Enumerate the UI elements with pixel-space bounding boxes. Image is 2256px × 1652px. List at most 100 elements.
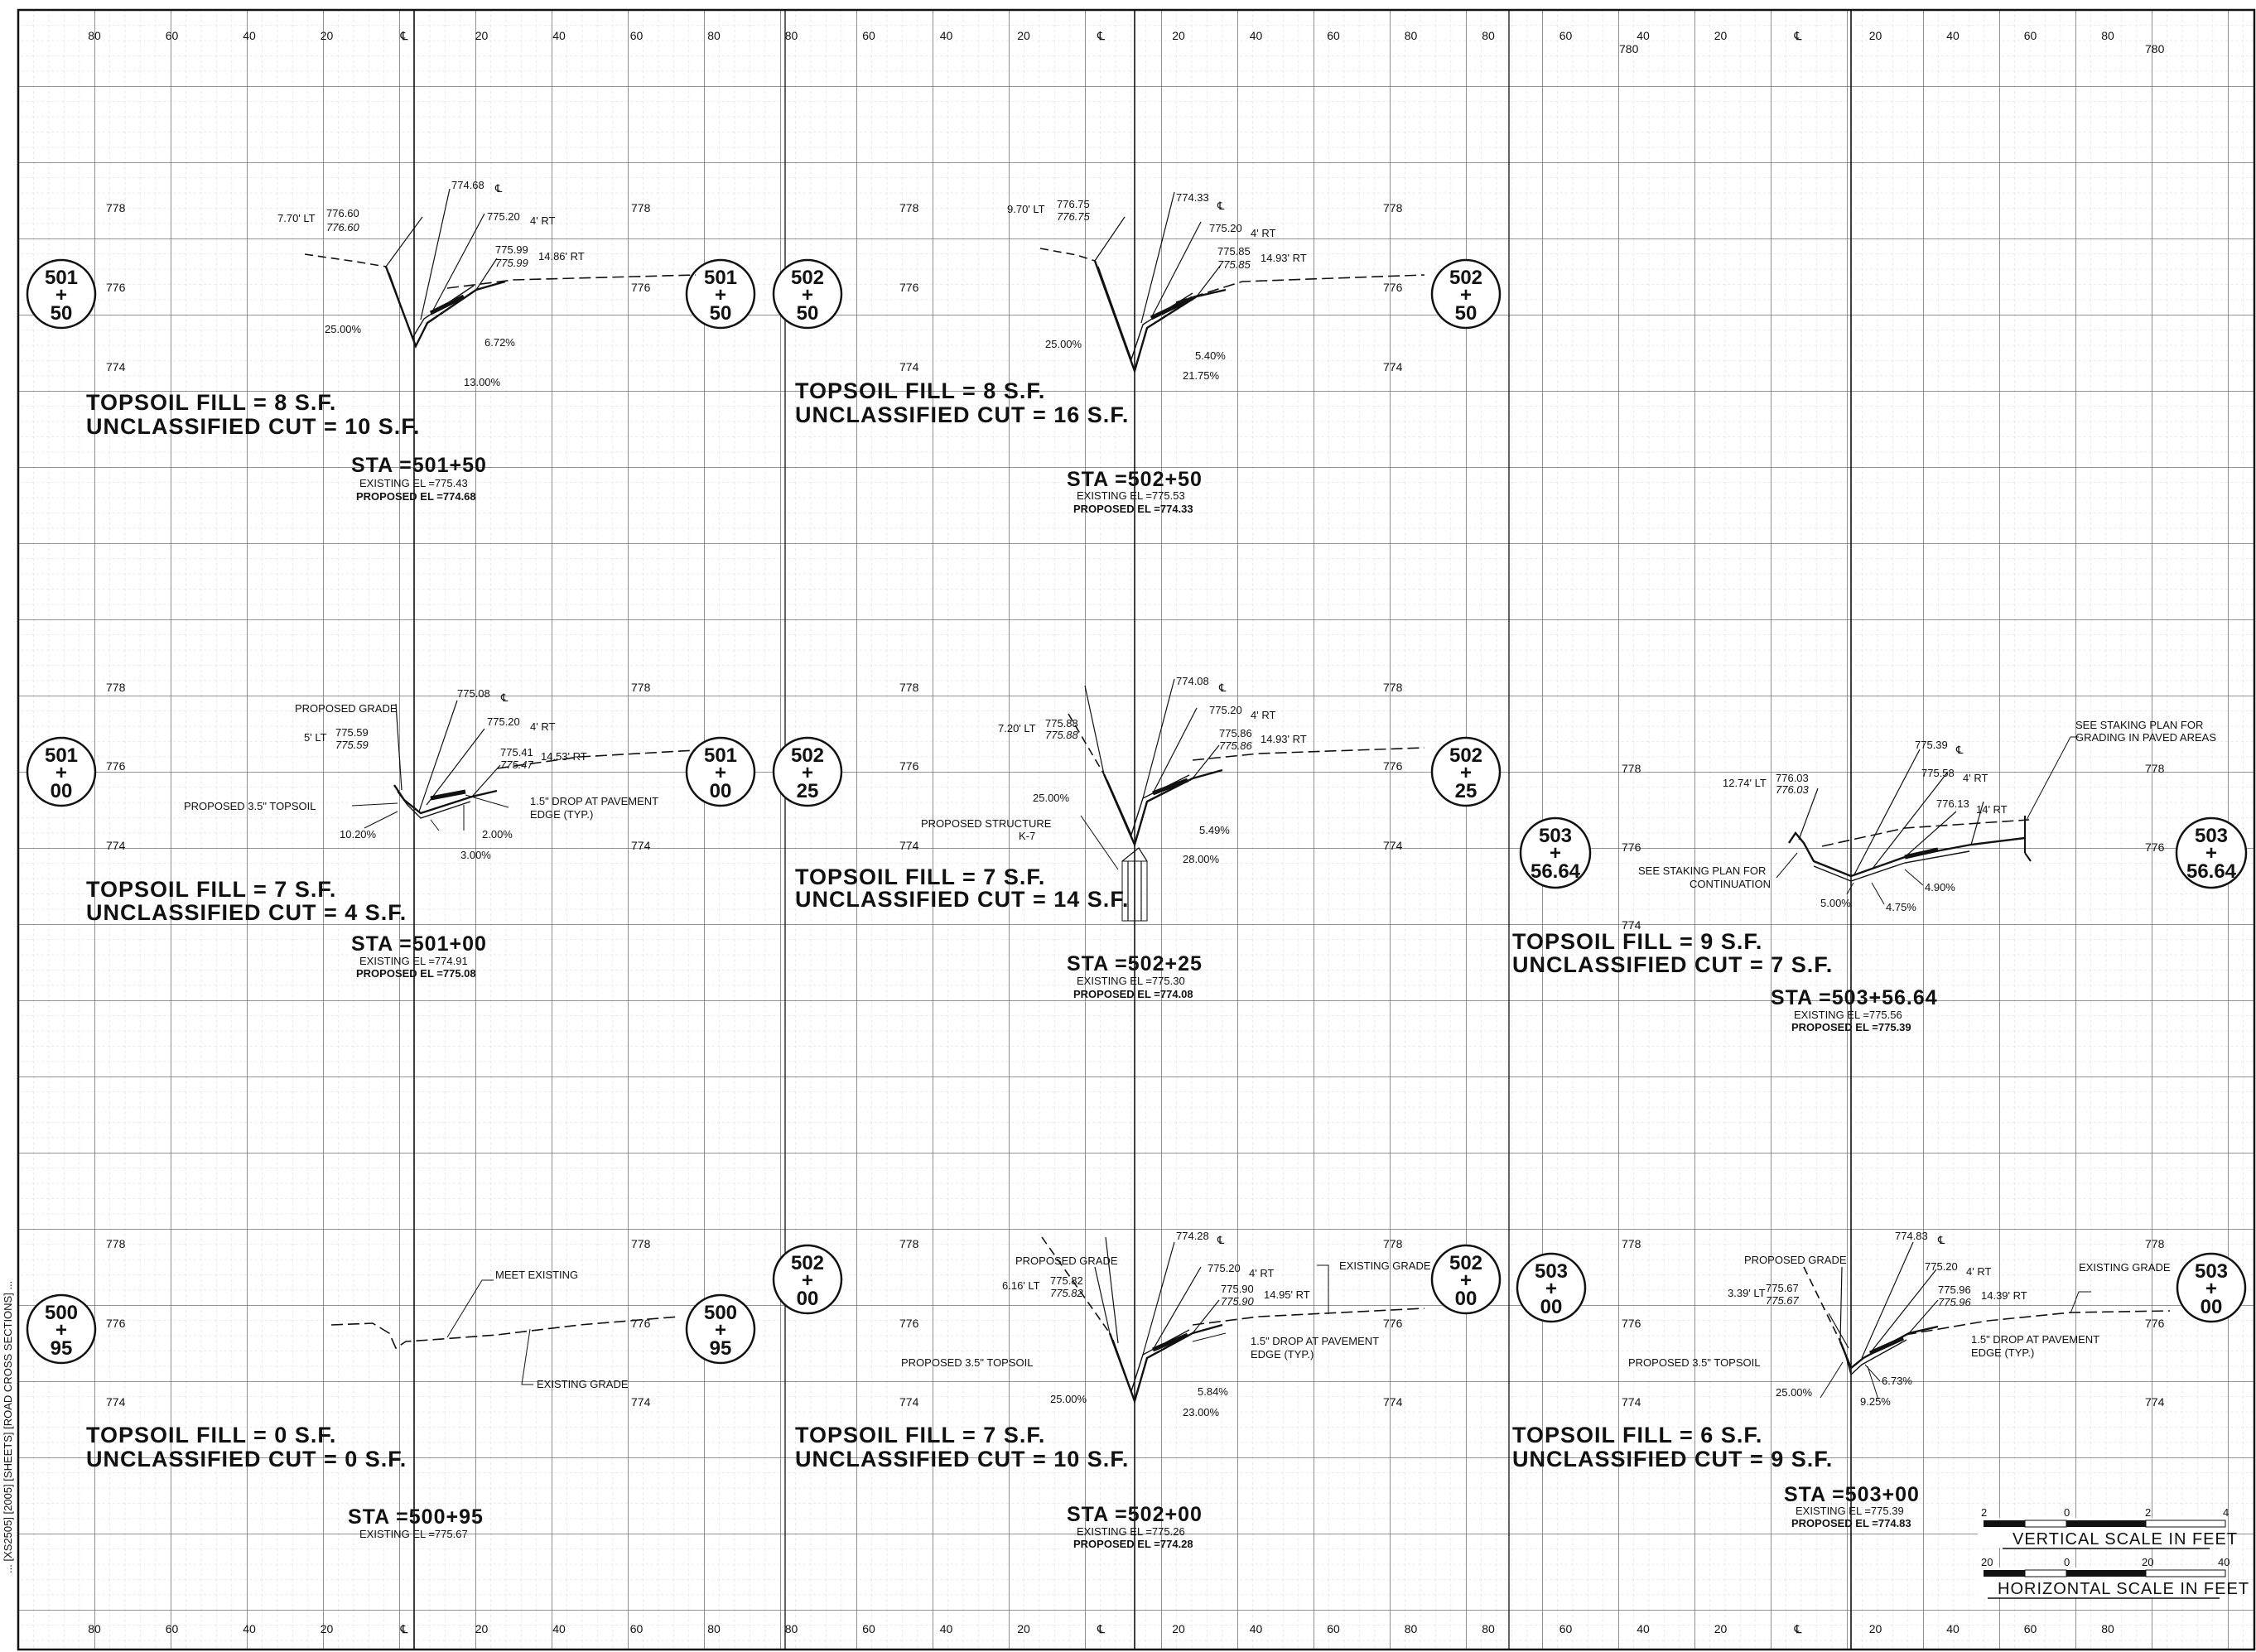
offset-tick-label: 20 [1714,1622,1728,1635]
svg-text:+: + [1550,842,1561,865]
existing-grade-label: EXISTING GRADE [1339,1259,1431,1272]
topsoil-label: PROPOSED 3.5" TOPSOIL [184,800,316,812]
elev-778-right: 778 [1383,681,1403,694]
elev-778: 778 [106,681,126,694]
elev-cl: 774.33 [1176,191,1209,204]
cl-mark: ℄ [1217,1234,1225,1246]
offset-lt: 7.70' LT [277,212,316,224]
slope-bottom: 9.25% [1860,1395,1891,1408]
station-circle-left: 502 + 00 [772,1244,843,1315]
cl-mark: ℄ [1937,1234,1945,1246]
elev-rt4: 775.20 [487,715,520,728]
elev-cl: 775.08 [457,687,490,700]
offset-tick-label: 80 [88,29,101,42]
station-circle-right: 501 + 50 [685,258,756,330]
station-circle-right: 500 + 95 [685,1293,756,1365]
elev-778-right: 778 [631,201,651,214]
station-circle-right: 502 + 00 [1430,1244,1502,1315]
offset-tick-label: ℄ [1097,1622,1105,1635]
offset-tick-label: 40 [1637,1622,1650,1635]
offset-tick-label: 20 [321,29,334,42]
existing-grade-label: EXISTING GRADE [2079,1261,2171,1274]
offset-tick-label: 60 [862,1622,875,1635]
elev-774-right: 774 [631,1395,651,1409]
rt4-label: 4' RT [1251,709,1275,721]
offset-tick-label: 60 [1559,1622,1573,1635]
offset-tick-label: 80 [1405,29,1418,42]
offset-tick-label: 80 [707,29,721,42]
elev-lt-top: 776.60 [326,207,359,219]
station-title: STA =502+25 [1067,952,1203,975]
elev-778-right: 778 [1383,1237,1403,1250]
svg-text:+: + [55,1319,67,1341]
topsoil-fill: TOPSOIL FILL = 7 S.F. [86,877,336,902]
svg-text:+: + [802,284,813,306]
offset-lt: 9.70' LT [1007,203,1045,215]
offset-tick-label: 40 [940,29,953,42]
scale-tick: 40 [2218,1556,2229,1568]
svg-text:501: 501 [704,267,737,289]
offset-tick-label: 40 [940,1622,953,1635]
svg-text:50: 50 [710,302,732,325]
slope-left: 25.00% [1033,792,1070,804]
offset-tick-label: 60 [630,1622,644,1635]
structure-label: PROPOSED STRUCTURE [921,817,1052,830]
svg-text:500: 500 [45,1302,78,1324]
offset-tick-label: 20 [321,1622,334,1635]
svg-text:56.64: 56.64 [2186,860,2237,883]
offset-tick-label: ℄ [1794,29,1802,42]
unclassified-cut: UNCLASSIFIED CUT = 10 S.F. [795,1447,1129,1471]
elev-rt-top: 776.13 [1936,797,1969,810]
elev-cl: 774.08 [1176,675,1209,687]
svg-text:+: + [715,1319,726,1341]
elev-776: 776 [1622,840,1641,854]
svg-text:+: + [2205,1278,2217,1300]
offset-tick-label: 60 [1327,29,1340,42]
elev-774-right: 774 [2145,1395,2165,1409]
offset-rt: 14.39' RT [1981,1289,2027,1302]
elev-776: 776 [106,759,126,773]
vertical-scale: 2 0 2 4 VERTICAL SCALE IN FEET [1978,1506,2238,1549]
elev-cl: 774.68 [451,179,484,191]
station-title: STA =501+00 [351,932,487,956]
existing-el: EXISTING EL =775.53 [1077,489,1185,502]
existing-el: EXISTING EL =775.30 [1077,975,1185,987]
drop-label-2: EDGE (TYP.) [530,808,593,821]
elev-778: 778 [899,681,919,694]
vertical-scale-label: VERTICAL SCALE IN FEET [2013,1530,2238,1548]
elev-778-right: 778 [2145,762,2165,775]
offset-rt: 14.93' RT [1261,252,1307,264]
profile-geometry [1068,678,1425,922]
drop-label-1: 1.5" DROP AT PAVEMENT [1251,1335,1379,1347]
elev-lt-bot: 776.60 [326,221,360,234]
offset-rt: 14' RT [1976,803,2008,816]
offset-tick-label: 60 [166,1622,179,1635]
svg-text:501: 501 [704,744,737,767]
offset-tick-label: 80 [785,1622,798,1635]
svg-text:501: 501 [45,744,78,767]
station-title: STA =501+50 [351,454,487,477]
elev-774-right: 774 [1383,839,1403,852]
horizontal-scale: 20 0 20 40 HORIZONTAL SCALE IN FEET [1978,1556,2249,1599]
elev-cl: 774.83 [1895,1230,1928,1242]
offset-lt: 12.74' LT [1723,777,1767,789]
offset-tick-label: 20 [1172,29,1185,42]
existing-el: EXISTING EL =775.26 [1077,1525,1185,1538]
elev-774-right: 774 [631,839,651,852]
station-circle-right: 503 + 56.64 [2175,816,2248,889]
elev-lt-bot: 775.82 [1050,1287,1084,1299]
station-circle-right: 502 + 25 [1430,736,1502,807]
svg-text:500: 500 [704,1302,737,1324]
offset-tick-label: 60 [630,29,644,42]
proposed-el: PROPOSED EL =775.39 [1791,1021,1911,1033]
drop-label-1: 1.5" DROP AT PAVEMENT [530,795,658,807]
slope-bottom: 28.00% [1183,853,1220,865]
existing-el: EXISTING EL =775.43 [359,477,468,489]
elev-lt-top: 775.88 [1045,717,1078,730]
svg-text:503: 503 [1539,825,1572,847]
svg-text:+: + [715,762,726,784]
offset-tick-label: ℄ [400,1622,408,1635]
offset-tick-label: 40 [1946,29,1960,42]
